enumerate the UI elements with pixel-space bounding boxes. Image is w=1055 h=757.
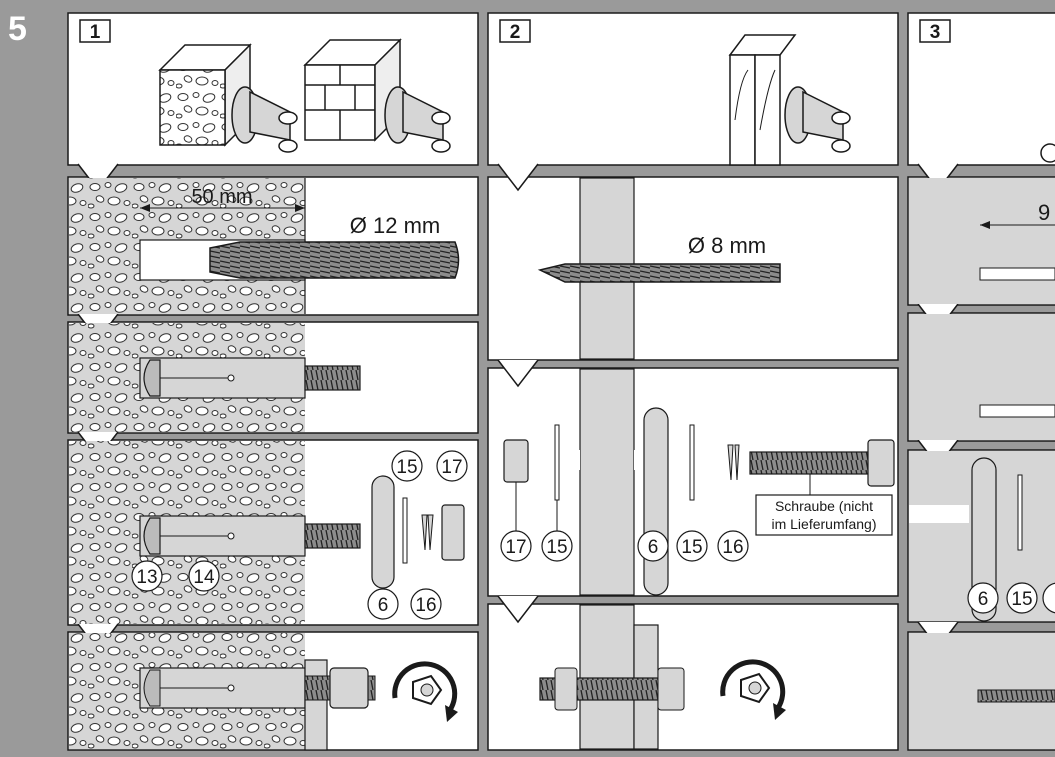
callout-17: 17 [441, 457, 462, 478]
anchor-thread [304, 365, 361, 391]
wood-post-illustration [728, 34, 797, 166]
washer-15-col2 [554, 424, 560, 501]
callout-15b-col2: 15 [681, 537, 702, 558]
drill-bit-8mm [537, 263, 781, 283]
depth-label-col3: 9 [1038, 200, 1050, 225]
callouts-col1 [131, 450, 468, 620]
callouts-col3 [967, 582, 1055, 614]
callout-15-col2: 15 [546, 537, 567, 558]
split-washer-16 [421, 514, 434, 551]
step-number: 5 [8, 10, 27, 48]
column-3-number: 3 [930, 22, 941, 43]
callout-17-col2: 17 [505, 537, 526, 558]
drill-diameter-label-8: Ø 8 mm [688, 233, 766, 258]
callout-16-col2: 16 [722, 537, 743, 558]
callout-13: 13 [136, 567, 157, 588]
target-icon [1040, 143, 1055, 163]
screw-note-box [755, 494, 893, 536]
wood-post-section-parts [579, 368, 635, 596]
washer-15b-col2 [689, 424, 695, 501]
callout-15-col3: 15 [1011, 589, 1032, 610]
callout-6-col2: 6 [648, 537, 659, 558]
callout-14: 14 [193, 567, 215, 588]
bracket-profile [371, 475, 395, 589]
brick-wall-illustration [303, 38, 402, 142]
callout-15: 15 [396, 457, 417, 478]
tighten-rotation-icon-col2 [720, 659, 786, 720]
bracket-illustration-3 [784, 86, 851, 153]
column-1-number: 1 [90, 22, 101, 43]
column-2-number: 2 [510, 22, 521, 43]
callout-16: 16 [415, 595, 436, 616]
nut-17 [441, 504, 465, 561]
drill-bit-12mm [209, 241, 460, 279]
screw-not-included [749, 451, 871, 475]
drill-diameter-label-12: Ø 12 mm [350, 213, 440, 238]
screw-note-line2: im Lieferumfang) [771, 516, 876, 532]
bracket-profile-col2 [643, 407, 669, 596]
washer-15 [402, 497, 408, 564]
split-washer-16-col2 [727, 444, 740, 481]
bracket-illustration-2 [384, 86, 451, 153]
tighten-rotation-icon [392, 661, 458, 722]
depth-label: 50 mm [191, 186, 252, 208]
nut-17-col2 [503, 439, 529, 483]
column-number-boxes: 1 2 3 [79, 19, 951, 43]
screw-note-line1: Schraube (nicht [775, 498, 873, 514]
bracket-illustration-1 [231, 86, 298, 153]
callout-6-col3: 6 [978, 589, 989, 610]
callout-6: 6 [378, 595, 389, 616]
